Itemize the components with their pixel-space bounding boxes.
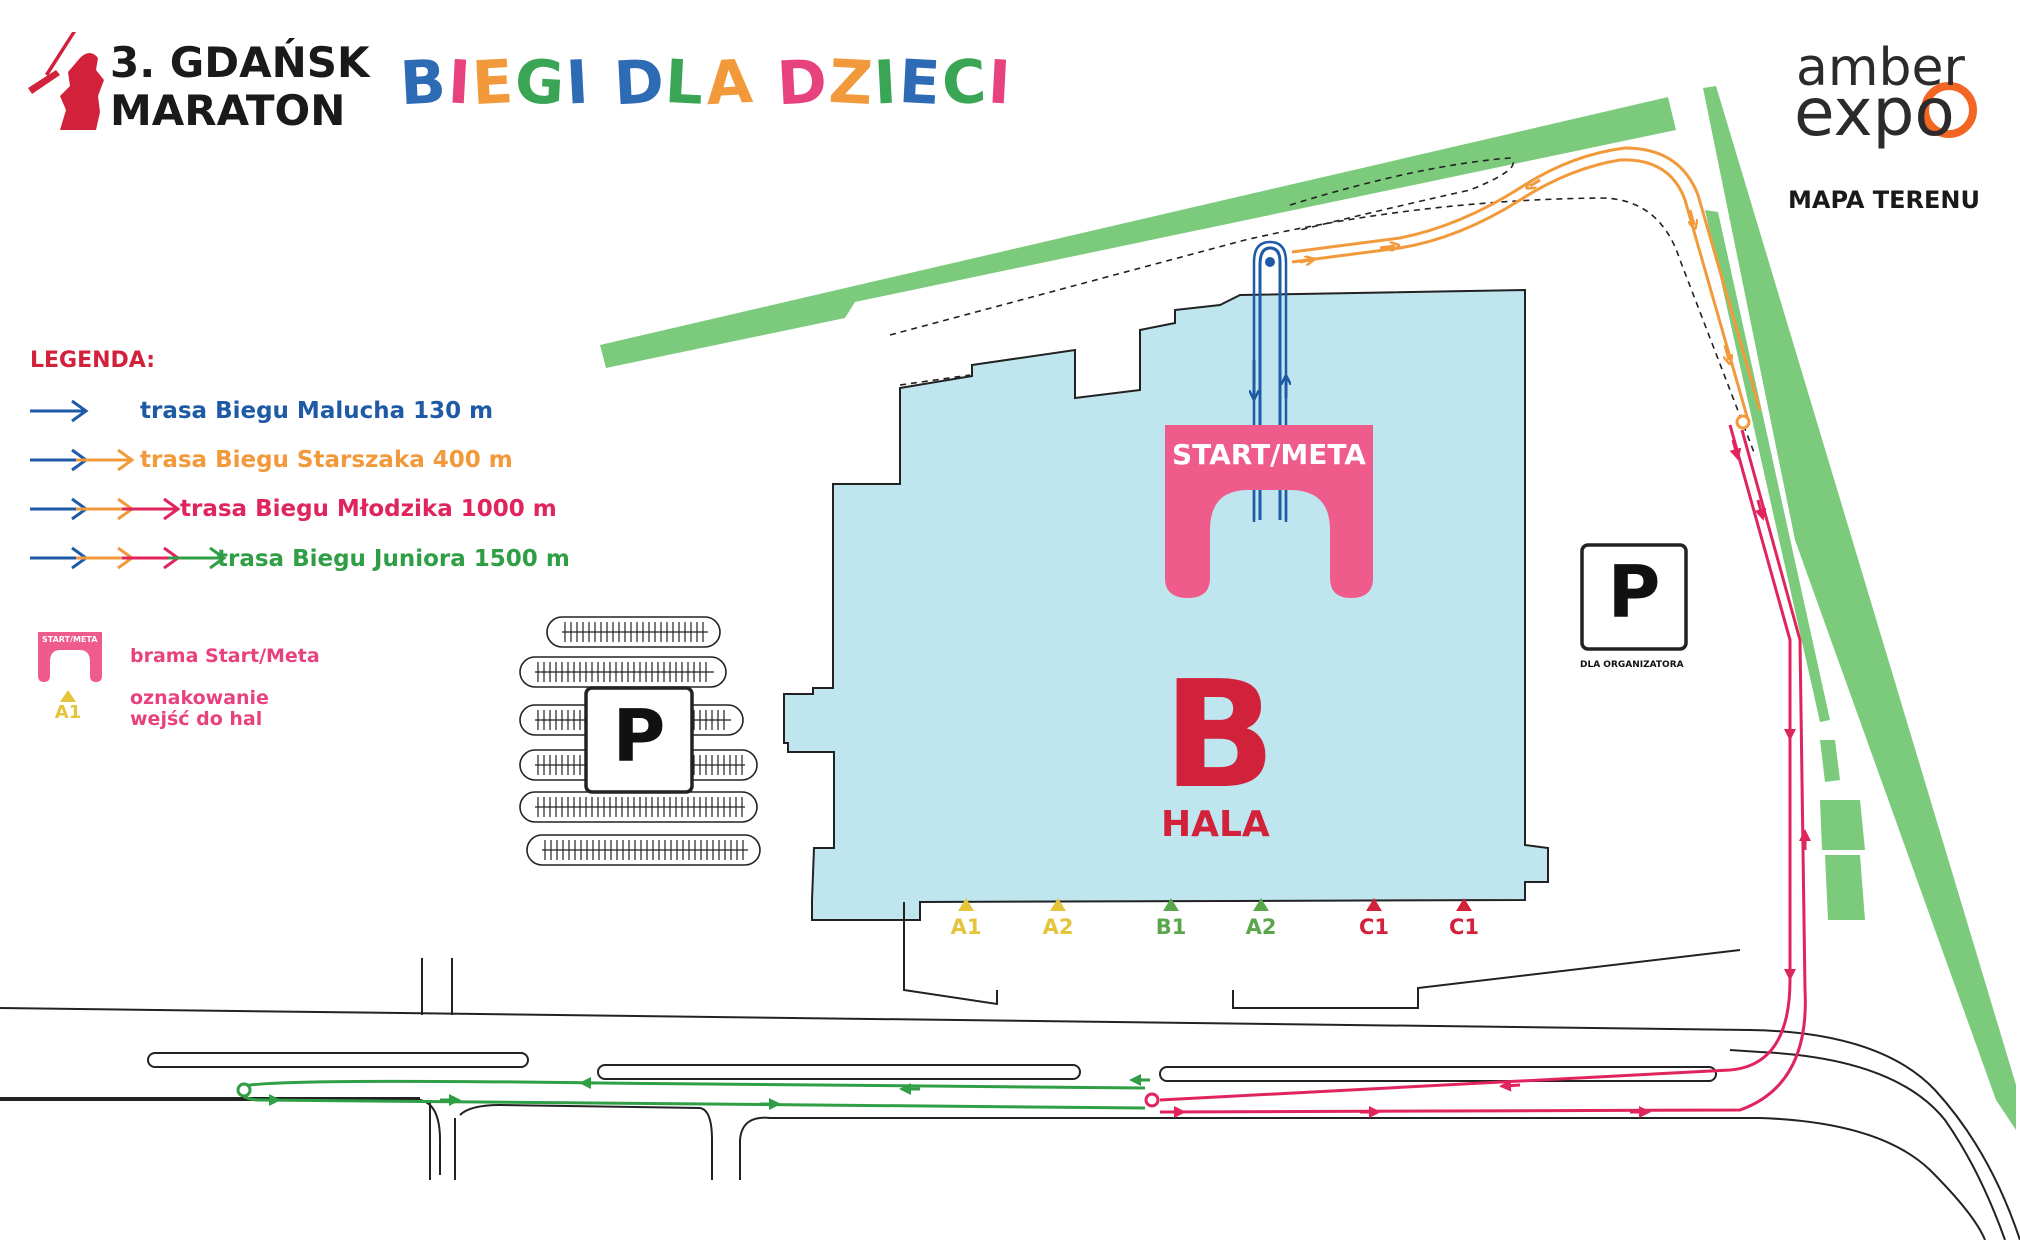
legend-gate-desc: brama Start/Meta [130,645,320,667]
legend-route-malucha: trasa Biegu Malucha 130 m [140,398,494,424]
legend-entrance-icon [60,690,76,702]
parking-main-label: P [612,694,666,778]
legend-route-starszaka: trasa Biegu Starszaka 400 m [140,447,513,473]
entrance-label-1: A1 [950,915,982,939]
legend-entrance-desc-2: wejść do hal [130,708,263,730]
legend-arrow [76,448,135,472]
legend-route-mlodzika: trasa Biegu Młodzika 1000 m [180,496,557,522]
venue-logo-line2: expo [1794,80,1955,146]
green-strip-east-inner-3 [1820,800,1865,850]
kids-title-letter: C [939,46,990,120]
legend-arrow [122,497,181,521]
legend-arrow [168,546,227,570]
roads [0,958,2020,1240]
green-strip-east-inner-2 [1820,740,1840,782]
route-mlodzika [1159,424,1811,1118]
green-areas [600,86,2016,1130]
gate-lines [1252,490,1288,522]
kids-title-letter: E [470,46,517,120]
event-title-line2: MARATON [110,86,346,135]
legend-arrows [30,399,227,570]
route-juniora [238,1074,1150,1110]
kids-title-letter: B [398,46,450,120]
kids-title-letter: D [611,46,668,120]
kids-title-letter: I [564,47,593,119]
start-meta-label: START/META [1172,438,1366,471]
map-title: MAPA TERENU [1788,186,1980,214]
legend-entrance-label: A1 [54,702,82,723]
entrance-label-4: A2 [1245,915,1277,939]
venue-logo-line1: amber [1796,38,1965,98]
kids-title-letter [589,47,616,118]
event-title-line1: 3. GDAŃSK [110,38,370,87]
entrance-triangle [1050,898,1066,911]
juniora-turn-dot [236,1082,252,1098]
kids-title-letter: L [663,46,708,120]
hall-letter: B [1163,649,1276,821]
parking-box-organizer [1580,543,1688,651]
entrance-label-3: B1 [1155,915,1187,939]
kids-title-letter: I [872,47,901,119]
legend-arrow [30,399,89,423]
kids-title-letter: I [985,47,1014,119]
starszaka-turn-dot [1735,414,1751,430]
kids-title-letter: Z [826,46,877,120]
entrance-triangle [1366,898,1382,911]
legend-gate-icon-label: START/META [42,635,98,644]
green-strip-north [600,97,1676,368]
kids-title-letter: A [703,46,756,120]
venue-logo-text: expo [1794,74,1955,151]
entrance-triangle [958,898,974,911]
kids-title-letter: G [513,46,569,120]
south-outlines [903,902,1741,1009]
mlodzika-turn-dot [1144,1092,1160,1108]
entrance-triangle [1456,898,1472,911]
venue-ring-icon [1921,82,1977,138]
legend-entrance-desc-1: oznakowanie [130,687,269,709]
kids-title-letter: D [775,46,831,120]
parking-organizer-caption: DLA ORGANIZATORA [1580,660,1684,670]
kids-title-letter: E [896,46,944,120]
start-meta-gate [1165,425,1373,598]
entrance-label-2: A2 [1042,915,1074,939]
entrance-triangle [1253,898,1269,911]
legend-title: LEGENDA: [30,348,156,373]
road-islands [147,1052,1717,1082]
green-strip-east-inner-4 [1825,855,1865,920]
entrance-markers [958,898,1472,911]
legend-gate-icon [38,632,102,682]
hall-word: HALA [1161,804,1270,845]
parking-box-main [584,686,694,794]
entrance-triangle [1163,898,1179,911]
kids-runs-title: BIEGI DLA DZIECI [398,46,1014,120]
parking-organizer-label: P [1607,550,1661,634]
monument-logo [28,32,104,130]
green-strip-east [1703,86,2016,1130]
route-malucha [1254,240,1286,520]
entrance-label-6: C1 [1448,915,1480,939]
legend-route-juniora: trasa Biegu Juniora 1500 m [217,546,570,572]
route-starszaka [1291,146,1762,421]
green-strip-east-inner-1 [1705,210,1830,722]
entrance-label-5: C1 [1358,915,1390,939]
malucha-start-dot [1265,257,1275,267]
dashed-paths [889,157,1756,456]
